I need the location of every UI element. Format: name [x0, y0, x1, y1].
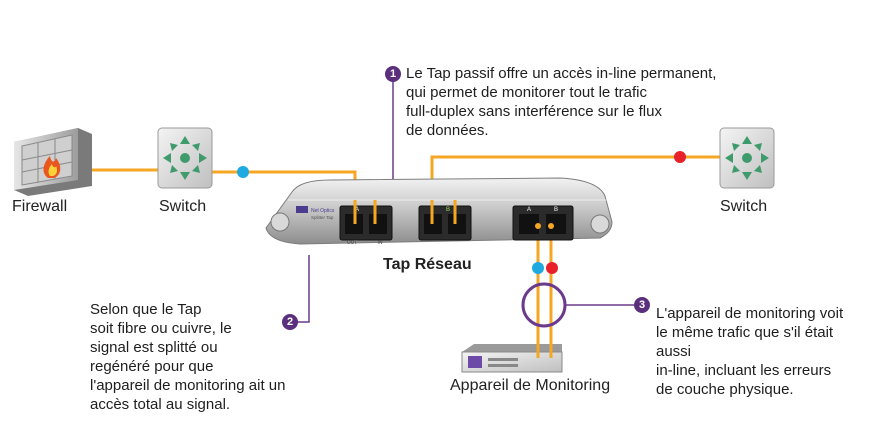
switch-left-label: Switch — [159, 198, 207, 215]
monitor-label: Appareil de Monitoring — [450, 377, 611, 394]
tap-port-label-a1: A — [355, 207, 359, 213]
callout-2-text: Selon que le Tap soit fibre ou cuivre, l… — [90, 301, 286, 413]
blue-traffic-dot — [237, 166, 249, 178]
callout-3-number: 3 — [634, 297, 650, 313]
tap-brand-text: Net Optics — [311, 208, 335, 214]
tap-port-label-out: OUT — [347, 240, 358, 246]
tap-screw-left — [270, 212, 290, 232]
tap-label: Tap Réseau — [383, 256, 472, 273]
monitor-blue-dot — [532, 262, 544, 274]
tap-port-label-b1: B — [446, 207, 450, 213]
switch-icon-left — [157, 127, 213, 189]
monitoring-appliance-icon — [461, 344, 563, 373]
tap-port-label-in: IN — [378, 240, 383, 246]
tap-model-text: Splitter Tap — [311, 215, 334, 220]
firewall-icon — [14, 128, 92, 196]
tap-port-label-b2: B — [554, 207, 558, 213]
monitor-red-dot — [546, 262, 558, 274]
switch-right-label: Switch — [720, 198, 768, 215]
switch-icon-right — [719, 127, 775, 189]
callout-1-number: 1 — [385, 66, 401, 82]
tap-screw-right — [590, 214, 610, 234]
tap-brand-badge — [296, 206, 308, 213]
tap-port-label-a2: A — [527, 207, 531, 213]
callout-1-text: Le Tap passif offre un accès in-line per… — [406, 65, 717, 139]
callout-3-text: L'appareil de monitoring voit le même tr… — [656, 305, 844, 398]
tap-device: A B A B OUT IN — [265, 177, 613, 246]
callout-2-number: 2 — [282, 314, 298, 330]
firewall-label: Firewall — [12, 198, 68, 215]
monitor-tap-ring — [521, 282, 567, 328]
red-traffic-dot — [674, 151, 686, 163]
